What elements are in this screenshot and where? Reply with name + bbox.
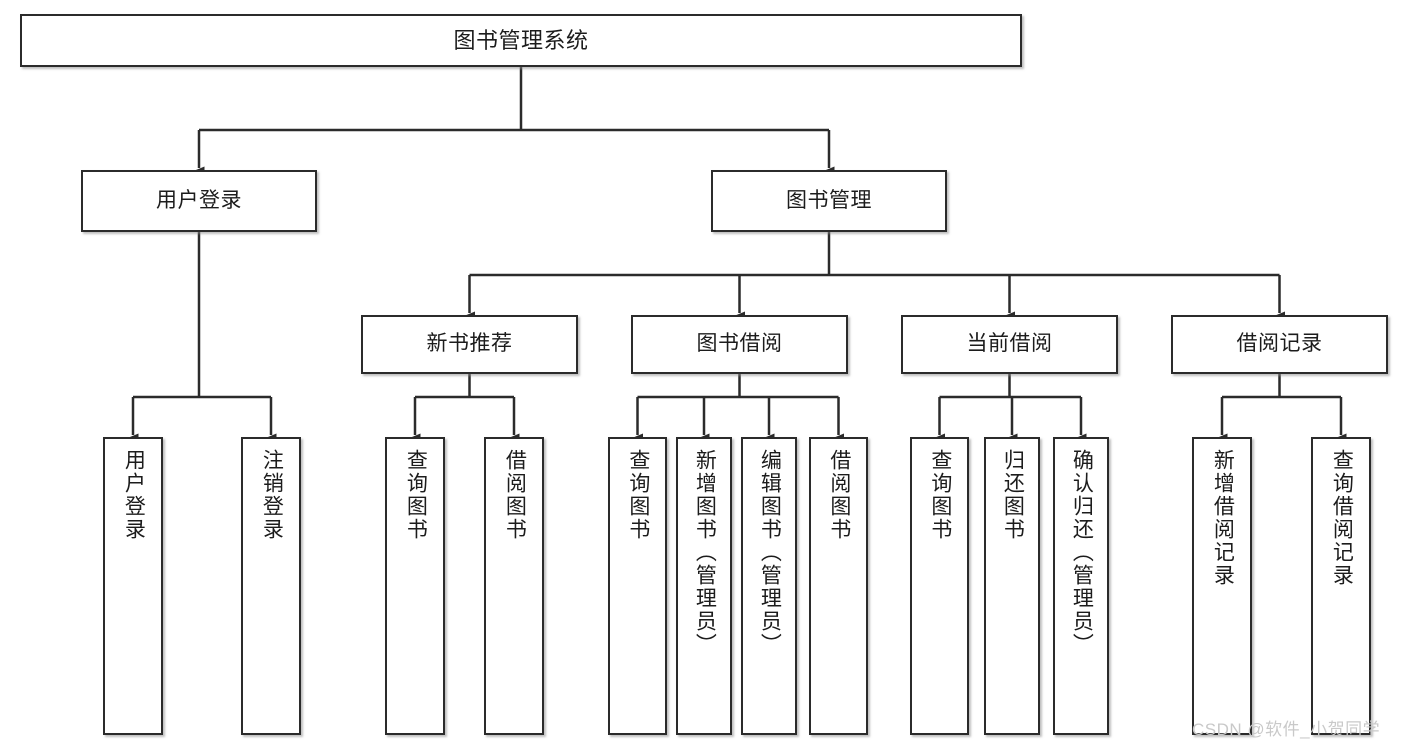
node-label: 归还图书 <box>1001 449 1025 541</box>
node-label: 编辑图书（管理员） <box>758 449 782 656</box>
node-l-user-login: 用户登录 <box>103 437 163 735</box>
node-label: 用户登录 <box>122 449 146 541</box>
node-label: 图书借阅 <box>696 332 783 356</box>
node-label: 查询借阅记录 <box>1330 449 1354 587</box>
node-n-login: 用户登录 <box>81 170 317 232</box>
node-label: 注销登录 <box>260 449 284 541</box>
node-n-newbook: 新书推荐 <box>361 315 578 374</box>
node-label: 新增借阅记录 <box>1211 449 1235 587</box>
node-label: 确认归还（管理员） <box>1070 449 1094 656</box>
node-n-bookmgr: 图书管理 <box>711 170 947 232</box>
node-l-cur-confirm: 确认归还（管理员） <box>1053 437 1109 735</box>
node-n-record: 借阅记录 <box>1171 315 1388 374</box>
node-l-rec-query: 查询借阅记录 <box>1311 437 1371 735</box>
node-l-cur-return: 归还图书 <box>984 437 1040 735</box>
node-l-user-logout: 注销登录 <box>241 437 301 735</box>
node-label: 新书推荐 <box>426 332 513 356</box>
node-l-cur-query: 查询图书 <box>910 437 969 735</box>
node-l-bw-query: 查询图书 <box>608 437 667 735</box>
node-l-rec-add: 新增借阅记录 <box>1192 437 1252 735</box>
node-label: 借阅图书 <box>503 449 527 541</box>
node-l-bw-add: 新增图书（管理员） <box>676 437 732 735</box>
node-label: 借阅图书 <box>827 449 851 541</box>
node-l-bw-edit: 编辑图书（管理员） <box>741 437 797 735</box>
node-label: 用户登录 <box>156 188 242 212</box>
node-label: 图书管理 <box>786 188 872 212</box>
node-label: 查询图书 <box>626 449 650 541</box>
node-l-nb-borrow: 借阅图书 <box>484 437 544 735</box>
node-l-bw-lend: 借阅图书 <box>809 437 868 735</box>
node-label: 当前借阅 <box>966 332 1053 356</box>
node-n-borrow: 图书借阅 <box>631 315 848 374</box>
node-label: 查询图书 <box>404 449 428 541</box>
node-label: 查询图书 <box>928 449 952 541</box>
node-label: 图书管理系统 <box>453 27 589 53</box>
node-label: 新增图书（管理员） <box>693 449 717 656</box>
node-l-nb-query: 查询图书 <box>385 437 445 735</box>
node-n-current: 当前借阅 <box>901 315 1118 374</box>
connector-lines <box>127 67 1347 443</box>
node-label: 借阅记录 <box>1236 332 1323 356</box>
watermark: CSDN @软件_小贺同学 <box>1192 720 1381 739</box>
node-root: 图书管理系统 <box>20 14 1022 67</box>
